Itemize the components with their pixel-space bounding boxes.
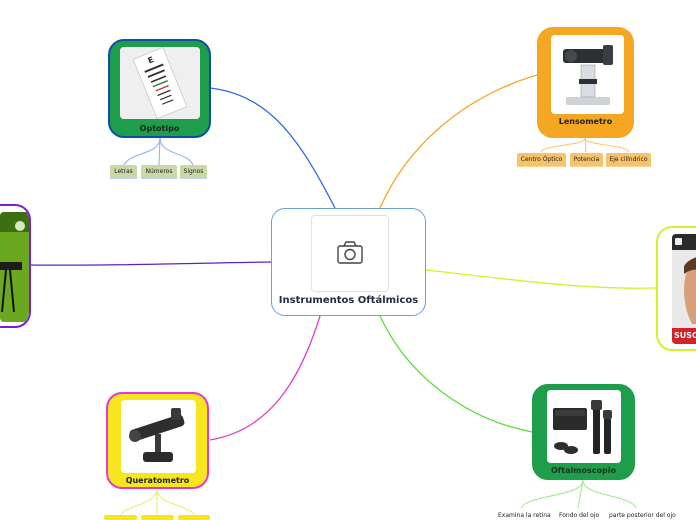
- oftalmoscopio-label: Oftalmoscopio: [550, 466, 617, 475]
- right-node-banner-text: SUSC: [674, 331, 696, 340]
- tag-potencia[interactable]: Potencia: [570, 153, 603, 166]
- queratometro-label: Queratometro: [125, 476, 190, 485]
- link-oftalmoscopio: [379, 315, 533, 433]
- lensometro-label: Lensometro: [558, 117, 613, 126]
- svg-text:E: E: [147, 55, 155, 65]
- optotipo-image: E: [120, 47, 200, 119]
- central-topic[interactable]: Instrumentos Oftálmicos: [271, 208, 426, 316]
- node-oftalmoscopio[interactable]: Oftalmoscopio: [532, 384, 635, 480]
- tag-queratometro-2[interactable]: [141, 515, 174, 520]
- tag-parte-posterior[interactable]: parte posterior del ojo: [609, 512, 676, 519]
- tag-queratometro-1[interactable]: [104, 515, 137, 520]
- right-node-image: FO SUSC: [672, 234, 696, 344]
- node-queratometro[interactable]: Queratometro: [106, 392, 209, 489]
- tag-centro-optico[interactable]: Centro Óptico: [517, 153, 566, 166]
- lensometro-image: [551, 35, 624, 114]
- node-left-partial[interactable]: [0, 204, 31, 328]
- optotipo-label: Optotipo: [139, 124, 180, 133]
- tag-examina-la-retina[interactable]: Examina la retina: [498, 512, 551, 519]
- tag-signos[interactable]: Signos: [180, 165, 207, 178]
- queratometro-image: [121, 400, 196, 473]
- tag-numeros[interactable]: Números: [141, 165, 177, 178]
- node-lensometro[interactable]: Lensometro: [537, 27, 634, 138]
- tag-letras[interactable]: Letras: [110, 165, 137, 178]
- camera-icon: [337, 241, 363, 264]
- central-topic-title: Instrumentos Oftálmicos: [278, 295, 419, 306]
- tag-eje-cilindrico[interactable]: Eje cilíndrico: [606, 153, 651, 166]
- link-lensometro: [379, 74, 538, 209]
- link-optotipo: [209, 87, 336, 209]
- node-optotipo[interactable]: E Optotipo: [108, 39, 211, 138]
- tag-fondo-del-ojo[interactable]: Fondo del ojo: [559, 512, 600, 519]
- tag-queratometro-3[interactable]: [178, 515, 210, 520]
- left-node-image: [0, 212, 29, 322]
- link-right-node: [425, 269, 657, 289]
- link-queratometro: [209, 315, 321, 441]
- link-left-node: [29, 261, 272, 266]
- central-image-placeholder[interactable]: [311, 215, 389, 292]
- oftalmoscopio-image: [547, 390, 621, 463]
- node-right-partial[interactable]: FO SUSC: [656, 226, 696, 351]
